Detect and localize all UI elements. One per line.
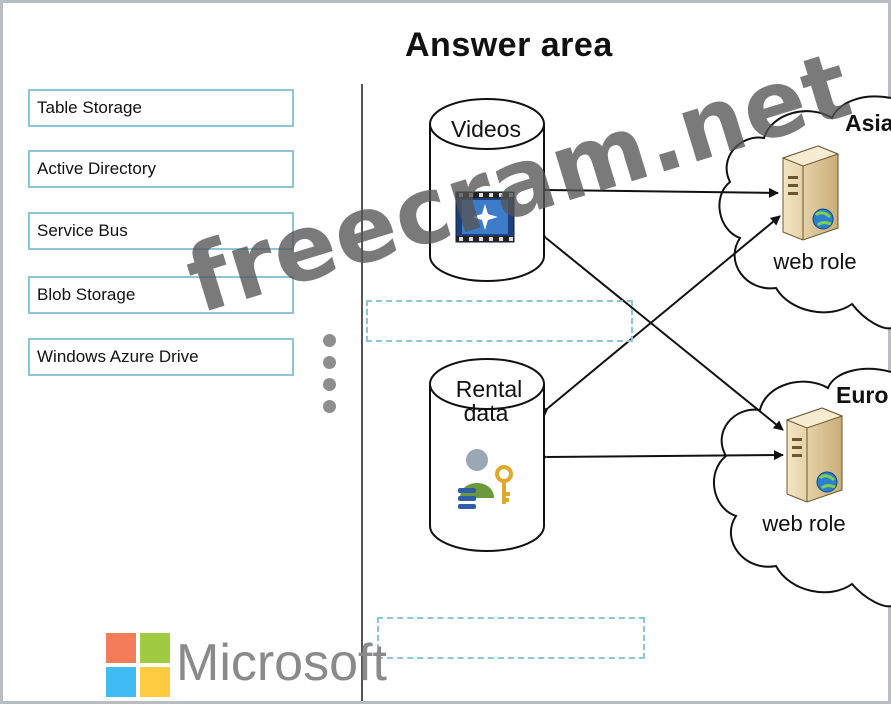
video-film-icon xyxy=(455,191,515,243)
europe-server-icon xyxy=(785,407,844,503)
arrow-rental-asia xyxy=(537,215,781,418)
connection-arrows xyxy=(535,184,784,463)
microsoft-logo-icon xyxy=(106,633,170,697)
drag-handle-dot[interactable] xyxy=(323,356,336,369)
choice-windows-azure-drive[interactable]: Windows Azure Drive xyxy=(28,338,294,376)
drag-handle-dot[interactable] xyxy=(323,400,336,413)
column-divider xyxy=(361,84,363,701)
drag-handle-dot[interactable] xyxy=(323,378,336,391)
logo-square-yellow xyxy=(140,667,170,697)
europe-web-role-label: web role xyxy=(761,511,845,536)
choice-blob-storage[interactable]: Blob Storage xyxy=(28,276,294,314)
answer-area-title: Answer area xyxy=(405,26,613,64)
choice-active-directory[interactable]: Active Directory xyxy=(28,150,294,188)
asia-region-label: Asia xyxy=(845,110,891,136)
drop-target-1[interactable] xyxy=(366,300,633,342)
europe-region-label: Euro xyxy=(836,382,888,408)
arrow-rental-europe xyxy=(537,450,784,463)
user-key-icon xyxy=(458,449,513,509)
asia-server-icon xyxy=(781,145,840,241)
videos-label: Videos xyxy=(451,116,521,142)
rental-storage-cylinder xyxy=(429,358,545,552)
logo-square-red xyxy=(106,633,136,663)
arrow-videos-asia xyxy=(537,184,779,198)
asia-web-role-label: web role xyxy=(772,249,856,274)
drag-handle-dot[interactable] xyxy=(323,334,336,347)
choice-table-storage[interactable]: Table Storage xyxy=(28,89,294,127)
microsoft-wordmark: Microsoft xyxy=(176,634,387,692)
drop-target-2[interactable] xyxy=(377,617,645,659)
rental-label-line2: data xyxy=(464,400,509,426)
choice-service-bus[interactable]: Service Bus xyxy=(28,212,294,250)
logo-square-blue xyxy=(106,667,136,697)
rental-label-line1: Rental xyxy=(456,376,522,402)
logo-square-green xyxy=(140,633,170,663)
